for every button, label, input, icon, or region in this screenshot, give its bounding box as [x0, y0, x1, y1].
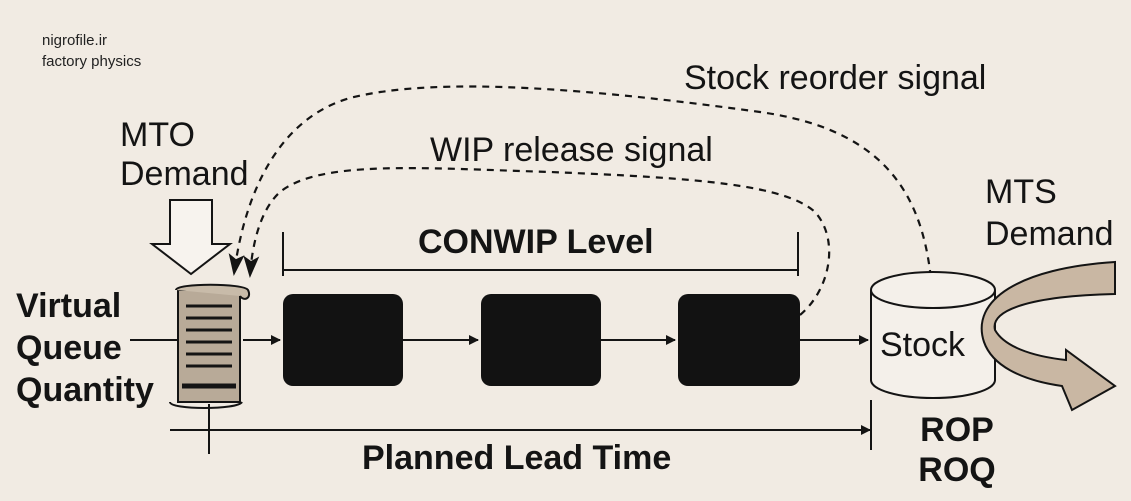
- stock-cylinder: [870, 271, 996, 399]
- stock-reorder-signal-curve: [228, 85, 934, 291]
- virtual-queue-label-line-2: Queue: [16, 329, 122, 367]
- workstation-3: [678, 294, 800, 386]
- mts-demand-label-line-2: Demand: [985, 215, 1114, 253]
- wip-release-signal-curve: [243, 166, 831, 316]
- workstation-2: [481, 294, 601, 386]
- workstation-1: [283, 294, 403, 386]
- wip-release-signal-label: WIP release signal: [430, 131, 713, 169]
- mts-demand-label-line-1: MTS: [985, 173, 1057, 211]
- planned-lead-time-label: Planned Lead Time: [362, 439, 672, 477]
- stock-label: Stock: [880, 326, 966, 364]
- rop-label: ROP: [920, 411, 994, 449]
- mto-demand-label-line-2: Demand: [120, 155, 249, 193]
- conwip-level-bracket: [282, 232, 799, 276]
- mts-demand-arrow: [980, 260, 1117, 412]
- stock-reorder-signal-label: Stock reorder signal: [684, 59, 987, 97]
- roq-label: ROQ: [918, 451, 996, 489]
- mto-demand-label-line-1: MTO: [120, 116, 195, 154]
- mto-demand-arrow: [149, 199, 233, 276]
- watermark-line-2: factory physics: [42, 53, 142, 70]
- virtual-queue-label-line-3: Quantity: [16, 371, 154, 409]
- virtual-queue-scroll-icon: [169, 283, 250, 409]
- virtual-queue-label-line-1: Virtual: [16, 287, 122, 325]
- planned-lead-time-bracket: [170, 400, 872, 454]
- conwip-level-label: CONWIP Level: [418, 223, 654, 261]
- watermark-line-1: nigrofile.ir: [42, 32, 108, 49]
